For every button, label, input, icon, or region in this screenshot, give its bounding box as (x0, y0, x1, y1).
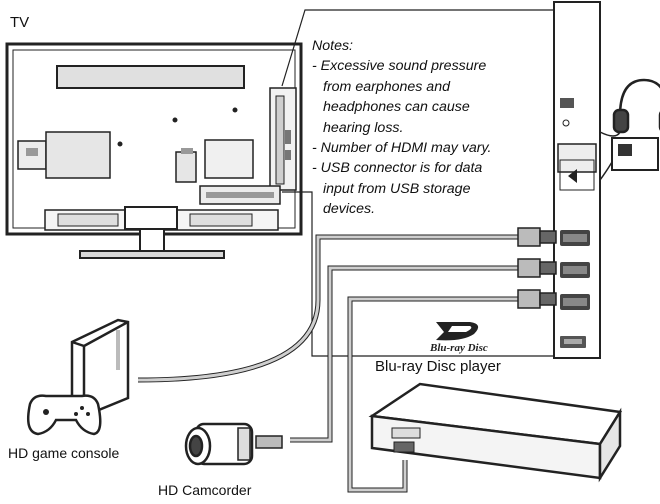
note-1-line-3: headphones can cause (323, 99, 470, 116)
note-1-line-2: from earphones and (323, 78, 450, 95)
tv-back (5, 42, 303, 259)
note-3-line-1: - USB connector is for data (312, 160, 483, 177)
blu-ray-logo-text: Blu-ray Disc (430, 342, 488, 354)
hdmi-plugs (517, 227, 557, 309)
memory-card-icon (599, 137, 659, 181)
game-console-label: HD game console (8, 445, 120, 461)
tv-callout-lines (281, 9, 554, 357)
game-controller-icon (27, 394, 102, 436)
camcorder-label: HD Camcorder (158, 482, 252, 498)
note-2-line-1: - Number of HDMI may vary. (312, 140, 492, 157)
note-3-line-2: input from USB storage (323, 180, 471, 197)
hdmi-cables (137, 234, 528, 493)
notes-title: Notes: (312, 38, 354, 54)
game-console-icon (70, 318, 130, 418)
tv-label: TV (10, 14, 30, 31)
camcorder-icon (184, 422, 283, 466)
note-3-line-3: devices. (323, 201, 376, 218)
blu-ray-player-label: Blu-ray Disc player (375, 358, 501, 375)
blu-ray-player-icon (368, 382, 623, 483)
headphones-icon (599, 78, 660, 137)
note-1-line-4: hearing loss. (323, 119, 404, 136)
notes-block: Notes: - Excessive sound pressure from e… (312, 36, 548, 220)
note-1-line-1: - Excessive sound pressure (312, 58, 487, 75)
side-connector-panel (553, 1, 601, 359)
blu-ray-logo-icon (436, 322, 479, 341)
